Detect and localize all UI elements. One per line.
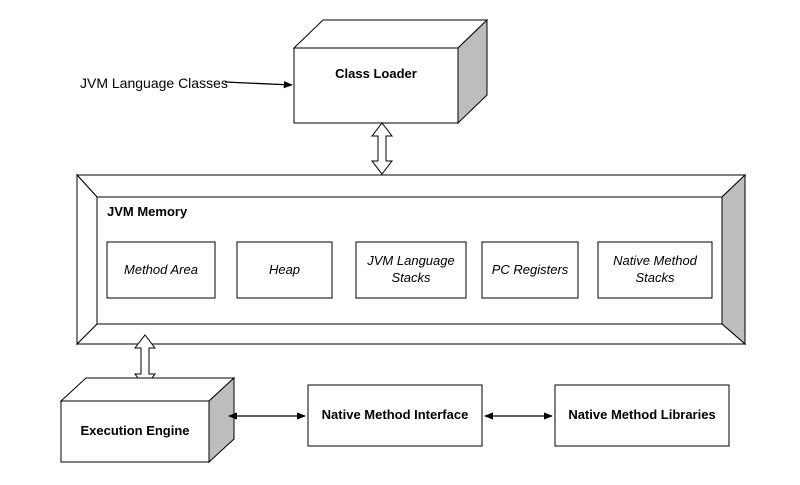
native-method-interface-label: Native Method Interface xyxy=(321,407,469,423)
classloader-memory-double-arrow xyxy=(370,122,394,175)
input-label: JVM Language Classes xyxy=(80,74,228,91)
heap-label: Heap xyxy=(268,261,301,277)
method-area-label: Method Area xyxy=(124,261,198,277)
class-loader-label: Class Loader xyxy=(335,65,417,81)
jvm-language-stacks-box xyxy=(355,241,467,299)
method-area-box xyxy=(106,241,216,299)
execution-engine-box xyxy=(59,376,236,464)
input-arrow xyxy=(224,80,293,89)
native-method-stacks-box xyxy=(597,241,713,299)
native-method-interface-box xyxy=(307,384,483,447)
native-method-libraries-box xyxy=(554,384,730,447)
heap-box xyxy=(236,241,333,299)
native-method-stacks-label: Native Method Stacks xyxy=(613,253,697,285)
execution-engine-label: Execution Engine xyxy=(80,423,190,439)
native-method-libraries-label: Native Method Libraries xyxy=(568,407,716,423)
pc-registers-label: PC Registers xyxy=(491,261,569,277)
pc-registers-box xyxy=(481,241,579,299)
jvm-memory-title: JVM Memory xyxy=(107,203,188,219)
jvm-language-stacks-label: JVM Language Stacks xyxy=(367,253,455,285)
class-loader-box xyxy=(292,18,489,125)
